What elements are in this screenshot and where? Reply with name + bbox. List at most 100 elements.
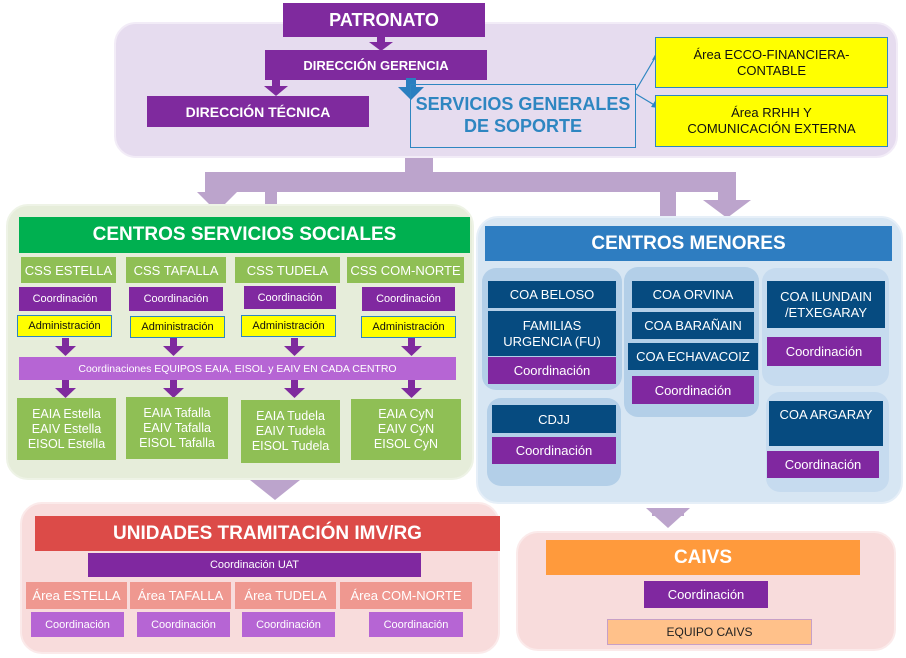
area-label: Área TAFALLA — [137, 588, 224, 603]
direccion-gerencia-label: DIRECCIÓN GERENCIA — [303, 57, 449, 73]
cdjj-label: CDJJ — [538, 411, 570, 427]
css-estella-label: CSS ESTELLA — [24, 262, 113, 278]
coa-beloso-label: COA BELOSO — [509, 287, 595, 302]
arrow-to-caivs — [646, 508, 690, 528]
area-estella-coord[interactable]: Coordinación — [31, 612, 124, 637]
caivs-coord-label: Coordinación — [667, 587, 745, 602]
coa-baranain-label: COA BARAÑAIN — [644, 318, 742, 333]
equipo-caivs-box[interactable]: EQUIPO CAIVS — [607, 619, 812, 645]
servicios-generales-label: SERVICIOS GENERALES DE SOPORTE — [415, 94, 631, 136]
equipo-caivs-label: EQUIPO CAIVS — [666, 625, 753, 639]
coa-beloso-box[interactable]: COA BELOSO — [488, 281, 616, 308]
area-label: Área COM-NORTE — [350, 588, 462, 603]
css-tudela-admin[interactable]: Administración — [241, 315, 336, 337]
area-label: Área ESTELLA — [32, 588, 121, 603]
area-estella-box[interactable]: Área ESTELLA — [26, 582, 127, 609]
css-estella-coord[interactable]: Coordinación — [19, 287, 111, 311]
familias-urgencia-box[interactable]: FAMILIAS URGENCIA (FU) — [488, 311, 616, 356]
arrow-down-icon — [284, 380, 305, 398]
coordinacion-uat-bar[interactable]: Coordinación UAT — [88, 553, 421, 577]
area-tudela-box[interactable]: Área TUDELA — [235, 582, 336, 609]
arrow-gerencia-to-servicios — [398, 78, 424, 100]
coord-label: Coordinación — [513, 363, 591, 378]
area-rrhh-label: Área RRHH Y COMUNICACIÓN EXTERNA — [687, 105, 856, 136]
beloso-coord-box[interactable]: Coordinación — [488, 357, 616, 384]
coord-label: Coordinación — [383, 618, 449, 631]
coordinaciones-equipos-label: Coordinaciones EQUIPOS EAIA, EISOL y EAI… — [78, 362, 397, 375]
coord-label: Coordinación — [785, 344, 863, 359]
area-tafalla-box[interactable]: Área TAFALLA — [130, 582, 231, 609]
area-com-norte-coord[interactable]: Coordinación — [369, 612, 463, 637]
area-tudela-coord[interactable]: Coordinación — [242, 612, 335, 637]
arrow-to-css — [197, 192, 237, 212]
arrow-down-icon — [55, 380, 76, 398]
coordinaciones-equipos-bar[interactable]: Coordinaciones EQUIPOS EAIA, EISOL y EAI… — [19, 357, 456, 380]
coord-label: Coordinación — [143, 293, 209, 305]
admin-label: Administración — [372, 321, 445, 333]
coa-baranain-box[interactable]: COA BARAÑAIN — [632, 312, 754, 339]
teams-estella[interactable]: EAIA Estella EAIV Estella EISOL Estella — [17, 398, 116, 460]
css-com-norte-coord[interactable]: Coordinación — [362, 287, 455, 311]
caivs-coord-box[interactable]: Coordinación — [644, 581, 768, 608]
coa-ilundain-label: COA ILUNDAIN /ETXEGARAY — [780, 288, 872, 320]
teams-label: EAIA Tafalla EAIV Tafalla EISOL Tafalla — [139, 405, 215, 450]
css-tafalla-admin[interactable]: Administración — [130, 316, 225, 338]
css-com-norte-box[interactable]: CSS COM-NORTE — [347, 257, 464, 283]
teams-tudela[interactable]: EAIA Tudela EAIV Tudela EISOL Tudela — [241, 400, 340, 463]
patronato-box[interactable]: PATRONATO — [283, 3, 485, 37]
coord-label: Coordinación — [376, 293, 441, 305]
argaray-coord-box[interactable]: Coordinación — [767, 451, 879, 478]
cdjj-box[interactable]: CDJJ — [492, 405, 616, 433]
teams-label: EAIA CyN EAIV CyN EISOL CyN — [373, 407, 439, 451]
connector-main — [197, 150, 751, 528]
css-tudela-coord[interactable]: Coordinación — [244, 286, 336, 309]
css-tafalla-label: CSS TAFALLA — [133, 262, 219, 278]
css-com-norte-label: CSS COM-NORTE — [350, 262, 461, 278]
css-com-norte-admin[interactable]: Administración — [361, 316, 456, 338]
coord-label: Coordinación — [151, 618, 216, 631]
css-title: CENTROS SERVICIOS SOCIALES — [92, 224, 397, 245]
direccion-tecnica-label: DIRECCIÓN TÉCNICA — [185, 103, 331, 120]
area-com-norte-box[interactable]: Área COM-NORTE — [340, 582, 472, 609]
area-label: Área TUDELA — [244, 588, 327, 603]
cdjj-coord-box[interactable]: Coordinación — [492, 437, 616, 464]
css-tafalla-box[interactable]: CSS TAFALLA — [126, 257, 226, 283]
admin-label: Administración — [28, 320, 101, 332]
arrow-gerencia-to-tecnica — [264, 80, 288, 96]
orvina-coord-box[interactable]: Coordinación — [632, 376, 754, 404]
arrow-to-unidades — [250, 480, 300, 500]
caivs-header[interactable]: CAIVS — [546, 540, 860, 575]
teams-tafalla[interactable]: EAIA Tafalla EAIV Tafalla EISOL Tafalla — [126, 397, 228, 459]
unidades-header[interactable]: UNIDADES TRAMITACIÓN IMV/RG — [35, 516, 500, 551]
direccion-gerencia-box[interactable]: DIRECCIÓN GERENCIA — [265, 50, 487, 80]
menores-header[interactable]: CENTROS MENORES — [485, 226, 892, 261]
coa-ilundain-box[interactable]: COA ILUNDAIN /ETXEGARAY — [767, 281, 885, 328]
teams-label: EAIA Tudela EAIV Tudela EISOL Tudela — [251, 409, 330, 453]
arrow-down-icon — [163, 380, 184, 398]
direccion-tecnica-box[interactable]: DIRECCIÓN TÉCNICA — [147, 96, 369, 127]
css-estella-admin[interactable]: Administración — [17, 315, 112, 337]
coa-argaray-box[interactable]: COA ARGARAY — [769, 401, 883, 446]
unidades-title: UNIDADES TRAMITACIÓN IMV/RG — [113, 522, 422, 544]
coa-orvina-box[interactable]: COA ORVINA — [632, 281, 754, 308]
arrow-down-icon — [401, 338, 422, 356]
arrow-to-menores — [703, 200, 751, 218]
css-header[interactable]: CENTROS SERVICIOS SOCIALES — [19, 217, 470, 253]
css-estella-box[interactable]: CSS ESTELLA — [21, 257, 116, 283]
arrow-down-icon — [55, 338, 76, 356]
servicios-generales-box[interactable]: SERVICIOS GENERALES DE SOPORTE — [410, 84, 636, 148]
css-tafalla-coord[interactable]: Coordinación — [129, 287, 223, 311]
coa-argaray-label: COA ARGARAY — [779, 407, 873, 422]
area-tafalla-coord[interactable]: Coordinación — [137, 612, 230, 637]
area-rrhh-box[interactable]: Área RRHH Y COMUNICACIÓN EXTERNA — [655, 95, 888, 147]
coa-echavacoiz-label: COA ECHAVACOIZ — [636, 349, 750, 364]
teams-cyn[interactable]: EAIA CyN EAIV CyN EISOL CyN — [351, 399, 461, 460]
coord-label: Coordinación — [45, 618, 110, 631]
ilundain-coord-box[interactable]: Coordinación — [767, 337, 881, 366]
teams-label: EAIA Estella EAIV Estella EISOL Estella — [27, 406, 106, 451]
css-tudela-box[interactable]: CSS TUDELA — [235, 257, 340, 283]
area-ecco-financiera-box[interactable]: Área ECCO-FINANCIERA- CONTABLE — [655, 37, 888, 88]
coa-echavacoiz-box[interactable]: COA ECHAVACOIZ — [628, 343, 758, 370]
coord-label: Coordinación — [32, 293, 98, 305]
arrow-patronato-to-gerencia — [369, 37, 393, 51]
